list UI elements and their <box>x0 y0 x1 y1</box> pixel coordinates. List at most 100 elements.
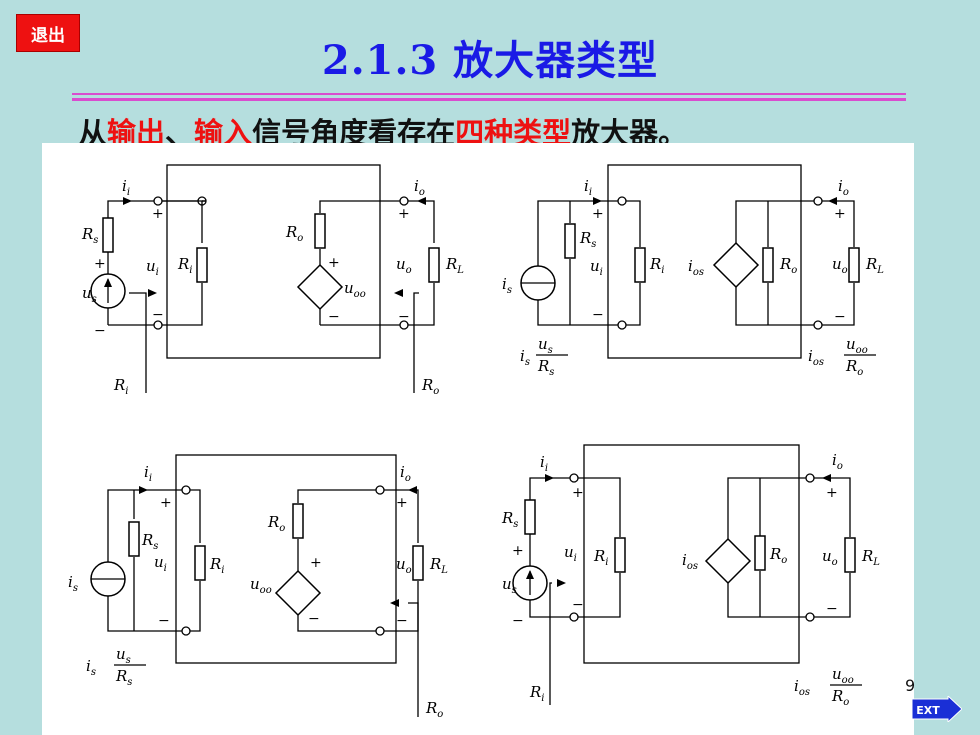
fraction-denominator: Rs <box>115 667 132 688</box>
ii-label: ii <box>144 463 152 484</box>
Ro-label: Ro <box>267 513 285 534</box>
resistor-Ri <box>634 247 646 283</box>
wire <box>822 283 855 326</box>
resistor-Rs <box>564 223 576 259</box>
polarity-sign: + <box>512 543 524 559</box>
wire <box>319 200 404 213</box>
ios-eq-label: ios <box>808 347 824 368</box>
Ri-label: Ri <box>177 255 193 276</box>
terminal <box>181 485 191 495</box>
resistor-Rs <box>102 217 114 253</box>
io-label: io <box>832 451 843 472</box>
ii-arrow <box>545 474 554 482</box>
amplifier-box <box>175 454 397 664</box>
Ri-arrow <box>557 579 566 587</box>
resistor-Ro <box>314 213 326 249</box>
polarity-sign: − <box>398 309 410 325</box>
exit-button[interactable]: 退出 <box>16 14 80 52</box>
is-eq-label: is <box>520 347 530 368</box>
source-uoo <box>296 263 344 311</box>
wire <box>107 596 182 632</box>
wire <box>408 200 435 243</box>
Rs-label: Rs <box>81 225 98 246</box>
Ri-label: Ri <box>593 547 609 568</box>
Ro-label: Ro <box>779 255 797 276</box>
RL-label: RL <box>429 555 448 576</box>
resistor-RL <box>844 537 856 573</box>
resistor-RL <box>428 247 440 283</box>
polarity-sign: − <box>152 307 164 323</box>
fraction-denominator: Ro <box>831 687 849 708</box>
RL-label: RL <box>861 547 880 568</box>
uo-label: uo <box>396 255 412 276</box>
polarity-sign: + <box>834 206 846 222</box>
Ro-annotation: Ro <box>425 699 443 720</box>
ui-label: ui <box>154 553 167 574</box>
title-divider-thick <box>72 98 906 101</box>
Ri-annotation: Ri <box>113 376 129 397</box>
polarity-sign: − <box>396 613 408 629</box>
Ro-label: Ro <box>285 223 303 244</box>
resistor-Ro <box>754 535 766 571</box>
io-label: io <box>838 177 849 198</box>
RL-label: RL <box>445 255 464 276</box>
terminal <box>805 612 815 622</box>
polarity-sign: − <box>592 307 604 323</box>
Ro-pointer <box>408 602 419 717</box>
polarity-sign: − <box>328 309 340 325</box>
Ri-label: Ri <box>649 255 665 276</box>
polarity-sign: + <box>398 206 410 222</box>
ui-label: ui <box>146 257 159 278</box>
ii-arrow <box>123 197 132 205</box>
wire <box>162 283 203 326</box>
polarity-sign: + <box>328 255 340 271</box>
Ri-annotation: Ri <box>529 683 545 704</box>
ii-arrow <box>593 197 602 205</box>
Ro-pointer <box>413 292 419 393</box>
wire <box>727 583 810 618</box>
io-label: io <box>400 463 411 484</box>
wire <box>727 477 810 539</box>
wire <box>297 489 380 503</box>
resistor-RL <box>412 545 424 581</box>
is-label: is <box>68 573 78 594</box>
wire <box>578 477 621 537</box>
resistor-Ri <box>194 545 206 581</box>
Rs-label: Rs <box>501 509 518 530</box>
ios-formula: uoo <box>846 335 868 356</box>
Ri-label: Ri <box>209 555 225 576</box>
wire <box>384 489 419 543</box>
ii-label: ii <box>122 177 130 198</box>
wire <box>626 283 641 326</box>
io-label: io <box>414 177 425 198</box>
resistor-Ro <box>292 503 304 539</box>
polarity-sign: − <box>94 323 106 339</box>
terminal <box>813 320 823 330</box>
resistor-Ri <box>614 537 626 573</box>
is-eq-label: is <box>86 657 96 678</box>
uo-label: uo <box>822 547 838 568</box>
polarity-sign: − <box>572 597 584 613</box>
ii-label: ii <box>584 177 592 198</box>
polarity-sign: − <box>308 611 320 627</box>
Ro-arrow <box>394 289 403 297</box>
terminal <box>181 626 191 636</box>
wire <box>537 300 618 326</box>
next-button[interactable]: EXT <box>912 696 962 722</box>
next-label: EXT <box>916 704 940 717</box>
io-arrow <box>417 197 426 205</box>
Ro-arrow <box>390 599 399 607</box>
page-number: 9 <box>905 676 916 695</box>
terminal <box>805 473 815 483</box>
Ri-arrow <box>148 289 157 297</box>
terminal <box>375 626 385 636</box>
polarity-sign: + <box>572 485 584 501</box>
polarity-sign: + <box>94 256 106 272</box>
wire <box>408 283 435 326</box>
wire <box>297 615 380 632</box>
resistor-Ri <box>196 247 208 283</box>
terminal <box>153 196 163 206</box>
fraction-denominator: Ro <box>845 357 863 378</box>
